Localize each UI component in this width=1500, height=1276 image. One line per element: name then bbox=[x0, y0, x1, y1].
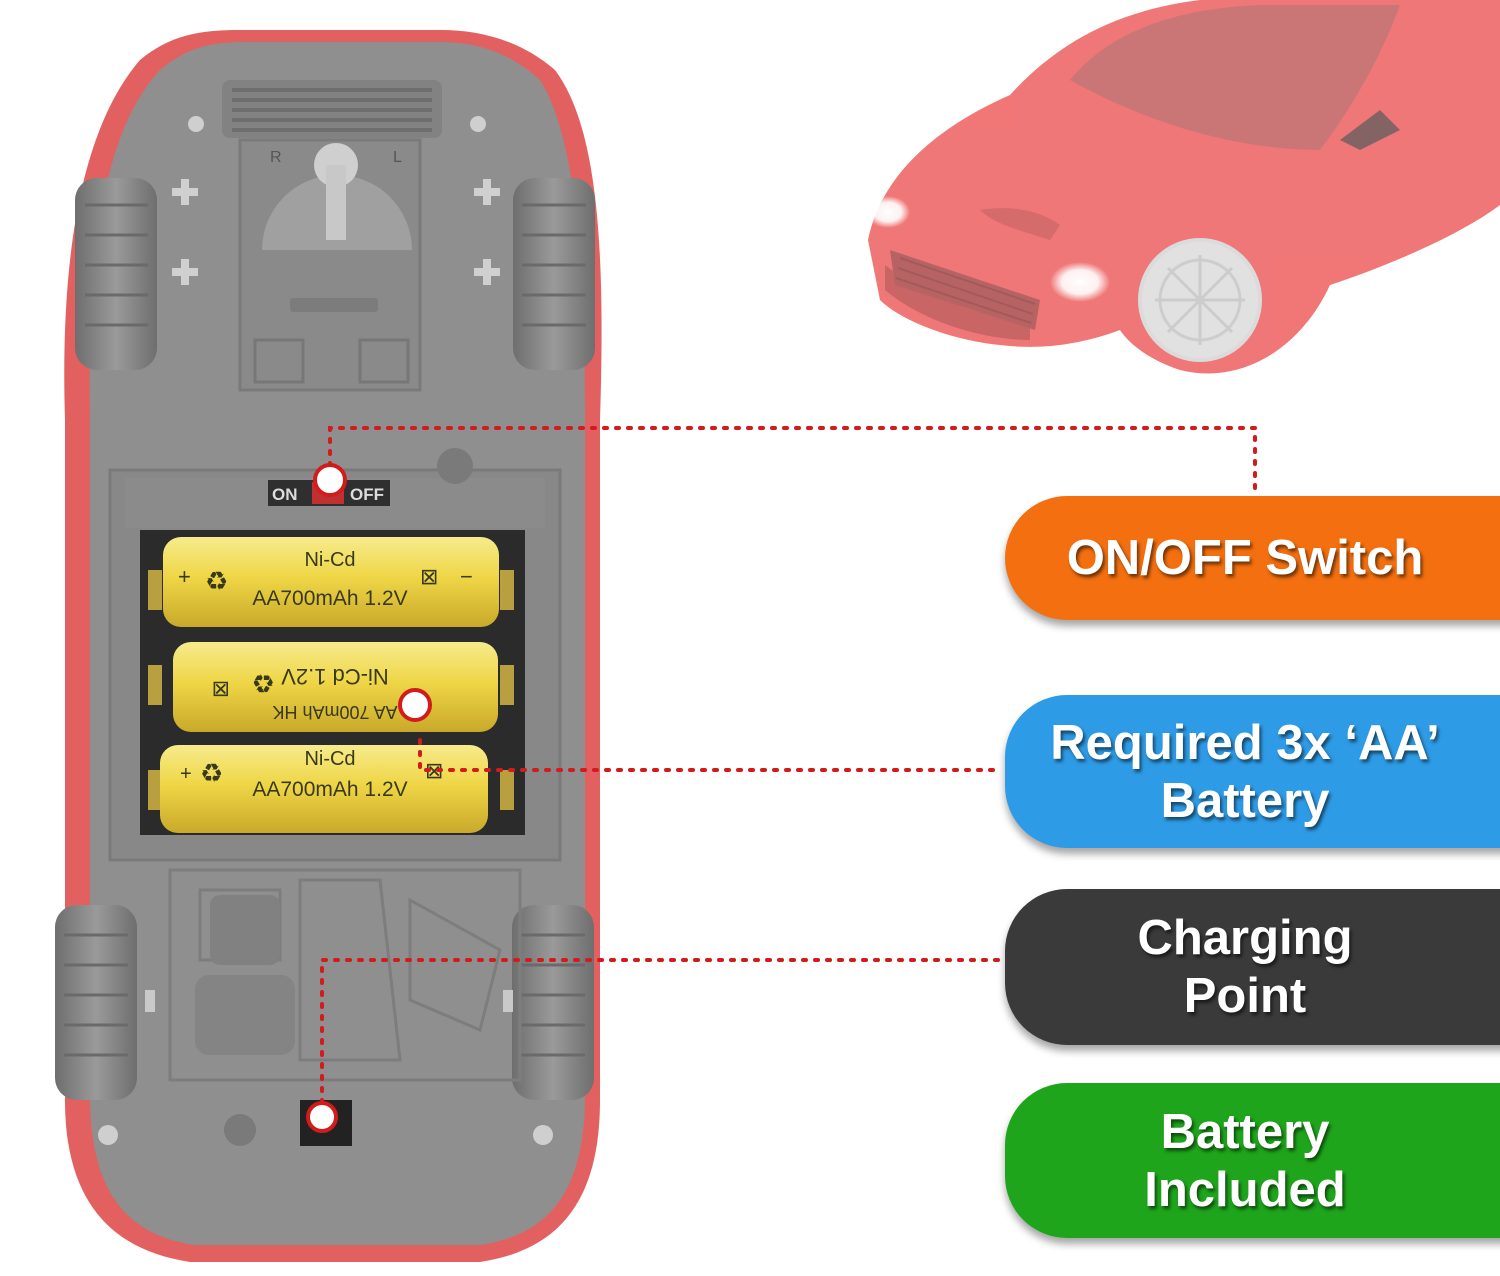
red-car-photo bbox=[866, 0, 1500, 374]
battery-3: Ni-Cd AA700mAh 1.2V + ♻ ⊠ bbox=[160, 745, 488, 833]
recycle-icon: ♻ bbox=[252, 668, 275, 698]
callout-lines bbox=[320, 426, 1257, 1117]
switch-off-label: OFF bbox=[350, 485, 384, 504]
callout-charging-line1: Charging bbox=[1137, 911, 1353, 965]
rear-left-wheel bbox=[55, 905, 137, 1100]
front-left-wheel bbox=[75, 178, 157, 370]
bin-icon: ⊠ bbox=[425, 758, 443, 783]
callout-included-line2: Included bbox=[1144, 1162, 1346, 1217]
battery-1: Ni-Cd AA700mAh 1.2V + − ♻ ⊠ bbox=[163, 537, 499, 627]
svg-text:+: + bbox=[178, 564, 191, 589]
battery-2-chem: Ni-Cd 1.2V bbox=[281, 664, 389, 689]
svg-text:−: − bbox=[460, 564, 473, 589]
rear-right-wheel bbox=[512, 905, 594, 1100]
battery-1-rating: AA700mAh 1.2V bbox=[252, 587, 407, 610]
recycle-icon: ♻ bbox=[205, 566, 228, 596]
car-underside-photo: R L bbox=[55, 30, 602, 1262]
dial-l-label: L bbox=[393, 149, 402, 166]
callout-battery-line1: Required 3x ‘AA’ bbox=[1050, 715, 1440, 770]
callout-switch-text: ON/OFF Switch bbox=[1066, 531, 1424, 585]
callout-battery-included: Battery Included bbox=[1005, 1083, 1500, 1238]
callout-on-off-switch: ON/OFF Switch bbox=[1005, 496, 1500, 620]
svg-text:+: + bbox=[180, 763, 192, 785]
switch-on-label: ON bbox=[272, 485, 298, 504]
recycle-icon: ♻ bbox=[200, 758, 223, 788]
callout-included-line1: Battery bbox=[1160, 1104, 1330, 1159]
callout-dots bbox=[306, 463, 432, 1133]
bin-icon: ⊠ bbox=[212, 677, 230, 702]
battery-2-rating: AA 700mAh HK bbox=[272, 702, 397, 722]
front-right-wheel bbox=[513, 178, 595, 370]
callout-required-battery: Required 3x ‘AA’ Battery bbox=[1005, 695, 1500, 848]
battery-3-chem: Ni-Cd bbox=[304, 748, 355, 770]
callout-charging-line2: Point bbox=[1183, 969, 1307, 1023]
bin-icon: ⊠ bbox=[420, 564, 438, 589]
battery-2: AA 700mAh HK Ni-Cd 1.2V ♻ ⊠ bbox=[173, 642, 498, 732]
dial-r-label: R bbox=[270, 149, 282, 166]
callout-charging-point: Charging Point bbox=[1005, 889, 1500, 1045]
battery-3-rating: AA700mAh 1.2V bbox=[252, 778, 407, 801]
battery-1-chem: Ni-Cd bbox=[304, 549, 355, 571]
callout-battery-line2: Battery bbox=[1160, 773, 1330, 828]
